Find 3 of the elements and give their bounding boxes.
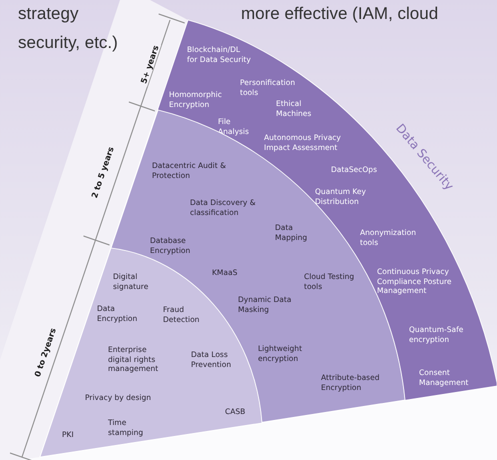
intro-text: strategy bbox=[18, 4, 78, 24]
intro-text: more effective (IAM, cloud bbox=[241, 4, 438, 24]
intro-text: security, etc.) bbox=[18, 33, 118, 53]
